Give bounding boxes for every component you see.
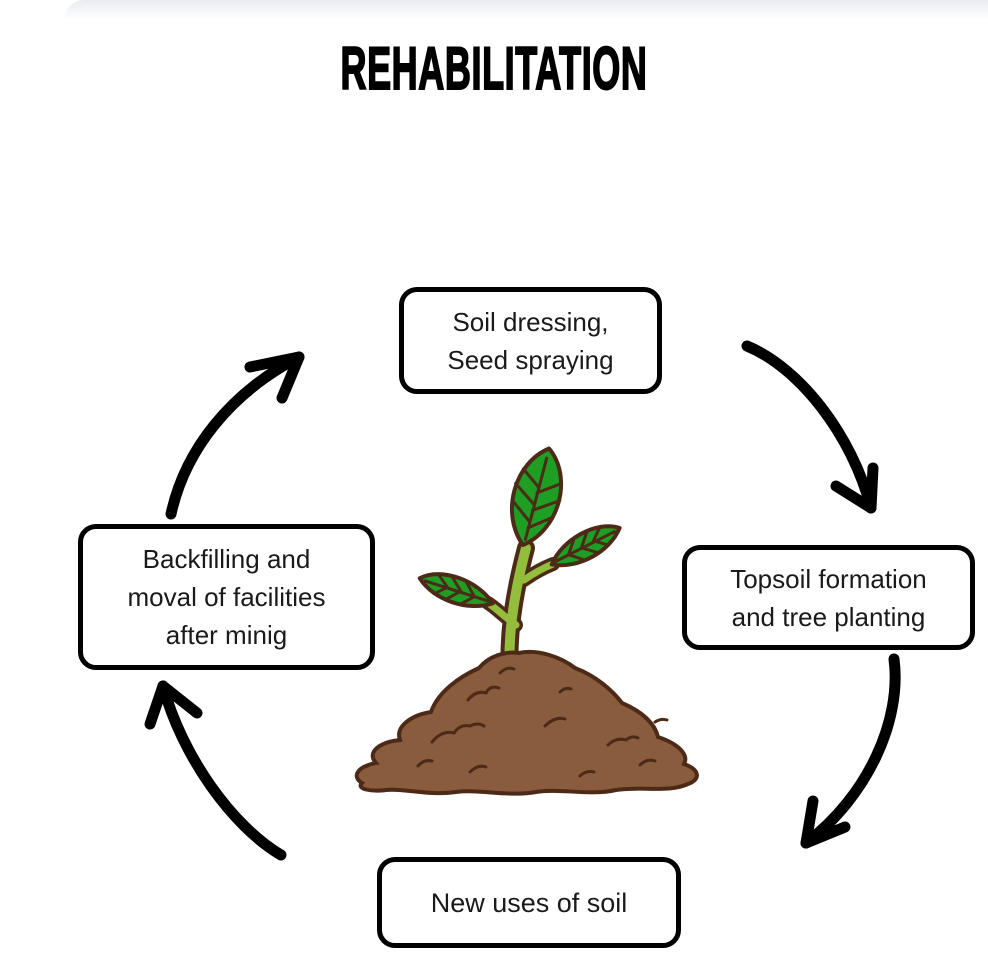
node-line: Seed spraying bbox=[447, 344, 614, 375]
arrow-soil-dressing-to-topsoil bbox=[741, 340, 879, 514]
arrow-backfilling-to-soil-dressing bbox=[165, 351, 305, 520]
node-line: New uses of soil bbox=[430, 887, 628, 918]
node-line: after minig bbox=[165, 620, 288, 650]
cycle-node-backfilling: Backfilling and moval of facilities afte… bbox=[78, 524, 375, 670]
soil-texture-squiggles bbox=[416, 666, 669, 778]
arrow-topsoil-to-new-uses bbox=[800, 653, 901, 849]
node-line: and tree planting bbox=[731, 601, 926, 632]
node-line: Topsoil formation bbox=[730, 563, 927, 594]
node-line: Soil dressing, bbox=[452, 306, 609, 337]
leaf-right bbox=[549, 524, 622, 568]
seedling-illustration bbox=[354, 446, 699, 796]
leaf-top bbox=[509, 446, 564, 548]
cycle-node-new-uses-of-soil: New uses of soil bbox=[377, 857, 681, 948]
page-top-shadow bbox=[64, 0, 988, 20]
soil-mound bbox=[354, 650, 699, 796]
leaf-left bbox=[417, 572, 495, 609]
cycle-node-topsoil-formation: Topsoil formation and tree planting bbox=[682, 545, 975, 650]
node-line: moval of facilities bbox=[127, 582, 326, 612]
arrow-new-uses-to-backfilling bbox=[144, 680, 287, 861]
diagram-title: REHABILITATION bbox=[340, 34, 648, 103]
node-line: Backfilling and bbox=[142, 544, 311, 574]
cycle-node-soil-dressing: Soil dressing, Seed spraying bbox=[399, 287, 662, 394]
